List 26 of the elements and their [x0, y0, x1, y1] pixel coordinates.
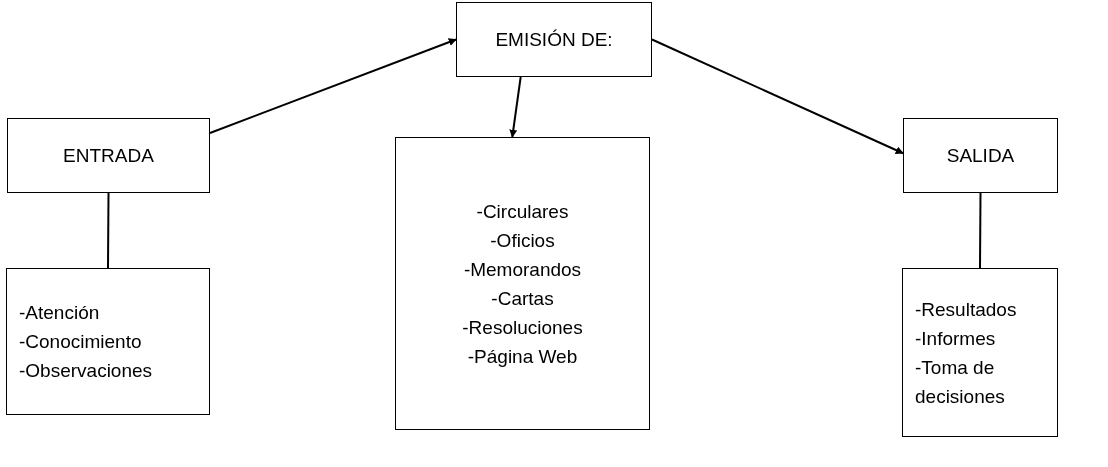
list-item: -Página Web: [467, 344, 578, 369]
process-box: [7, 118, 210, 193]
list-box: [395, 137, 650, 430]
list-item: -Resoluciones: [462, 315, 583, 340]
box-label: ENTRADA: [63, 144, 154, 168]
list-item: -Circulares: [476, 199, 569, 224]
list-item: -Cartas: [491, 286, 554, 311]
list-box: [902, 268, 1058, 437]
list-item: -Oficios: [490, 228, 555, 253]
connector-line: [107, 192, 110, 269]
process-box: [903, 118, 1058, 193]
list-item: -Conocimiento: [19, 330, 142, 354]
list-item: -Resultados: [915, 297, 1017, 322]
box-label: SALIDA: [946, 144, 1015, 168]
list-item: -Atención: [19, 301, 100, 325]
process-box: [456, 2, 652, 77]
list-item: -Toma de decisiones: [915, 355, 1006, 409]
box-label: EMISIÓN DE:: [495, 28, 613, 52]
connector-line: [979, 192, 982, 269]
arrow: [651, 38, 904, 155]
arrow: [209, 38, 457, 134]
list-box: [6, 268, 210, 415]
list-item: -Memorandos: [463, 257, 582, 282]
arrow: [509, 76, 522, 138]
list-item: -Observaciones: [19, 359, 153, 383]
list-item: -Informes: [915, 326, 996, 351]
